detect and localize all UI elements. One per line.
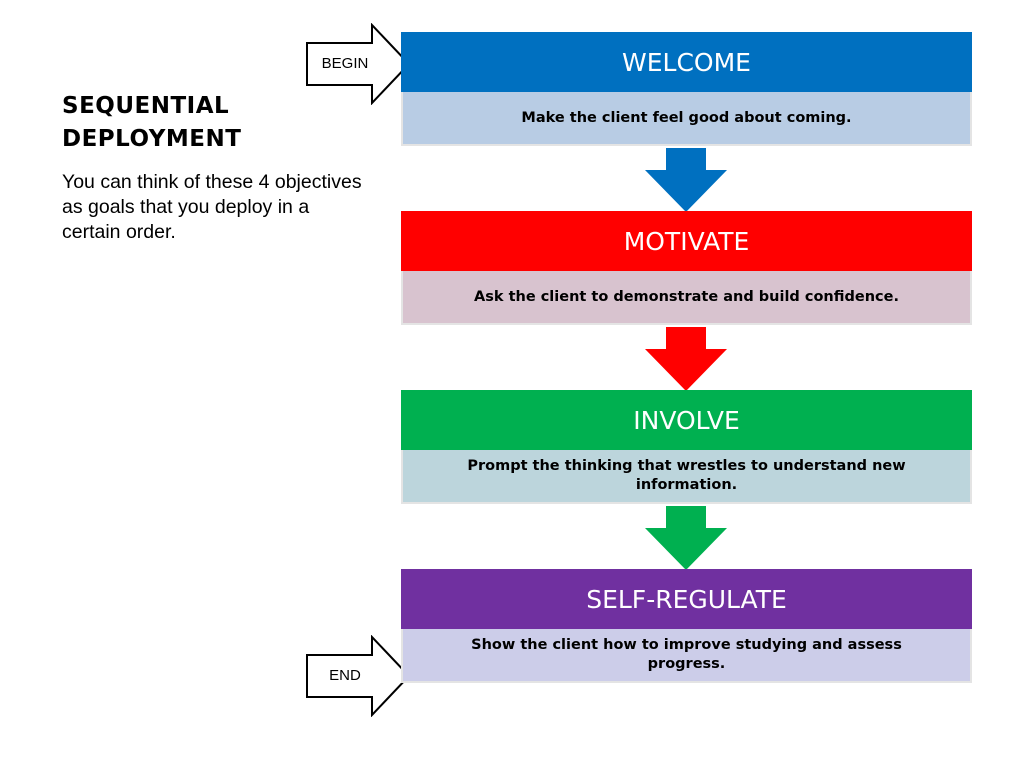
stage-motivate-description: Ask the client to demonstrate and build … <box>401 271 972 325</box>
end-label: END <box>329 667 361 684</box>
side-description: You can think of these 4 objectives as g… <box>62 171 362 243</box>
begin-label: BEGIN <box>321 55 369 72</box>
side-title: SEQUENTIAL DEPLOYMENT <box>62 93 242 152</box>
stage-involve-description: Prompt the thinking that wrestles to und… <box>401 450 972 504</box>
end-arrow-icon <box>306 635 411 717</box>
begin-arrow-icon <box>306 23 411 105</box>
stage-self-regulate-header: SELF-REGULATE <box>401 569 972 629</box>
down-arrow-icon <box>645 148 727 212</box>
down-arrow-icon <box>645 506 727 570</box>
stage-involve-header: INVOLVE <box>401 390 972 450</box>
stage-welcome-header: WELCOME <box>401 32 972 92</box>
stage-welcome-description: Make the client feel good about coming. <box>401 92 972 146</box>
down-arrow-icon <box>645 327 727 391</box>
stage-self-regulate-description: Show the client how to improve studying … <box>401 629 972 683</box>
stage-motivate-header: MOTIVATE <box>401 211 972 271</box>
